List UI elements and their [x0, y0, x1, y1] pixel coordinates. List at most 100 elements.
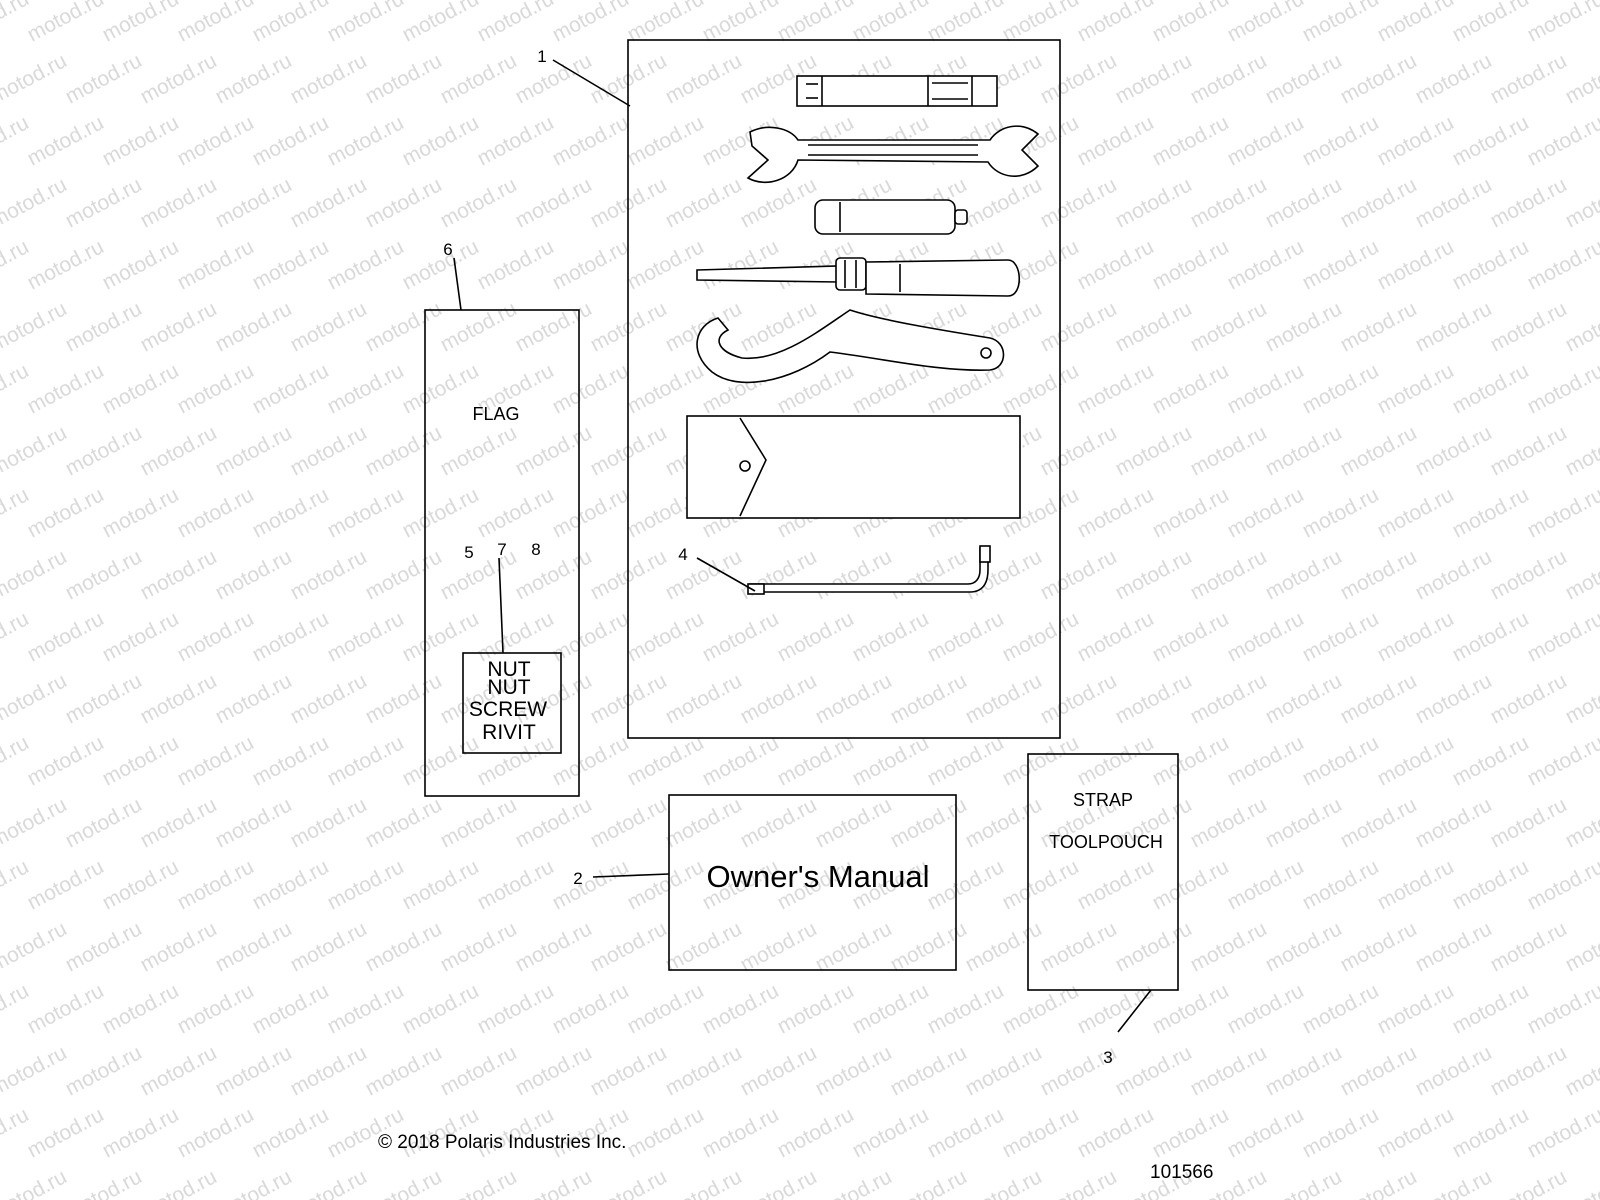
watermark-text: motod.ru	[1112, 917, 1196, 976]
watermark-text: motod.ru	[437, 545, 521, 604]
watermark-text: motod.ru	[1149, 483, 1233, 542]
watermark-text: motod.ru	[362, 1165, 446, 1200]
watermark-text: motod.ru	[137, 421, 221, 480]
watermark-text: motod.ru	[549, 235, 633, 294]
watermark-text: motod.ru	[1337, 1041, 1421, 1100]
flag-label: FLAG	[472, 404, 519, 424]
watermark-text: motod.ru	[1299, 1103, 1383, 1162]
watermark-text: motod.ru	[924, 855, 1008, 914]
watermark-text: motod.ru	[1299, 0, 1383, 46]
watermark-text: motod.ru	[1224, 979, 1308, 1038]
watermark-text: motod.ru	[137, 173, 221, 232]
watermark-text: motod.ru	[174, 731, 258, 790]
watermark-text: motod.ru	[324, 979, 408, 1038]
watermark-text: motod.ru	[437, 49, 521, 108]
watermark-text: motod.ru	[1187, 545, 1271, 604]
watermark-text: motod.ru	[1149, 235, 1233, 294]
watermark-text: motod.ru	[1524, 855, 1600, 914]
watermark-text: motod.ru	[474, 235, 558, 294]
watermark-text: motod.ru	[662, 669, 746, 728]
watermark-text: motod.ru	[1449, 855, 1533, 914]
watermark-text: motod.ru	[1187, 297, 1271, 356]
hardware-bag-outline	[462, 652, 562, 754]
watermark-text: motod.ru	[1524, 979, 1600, 1038]
watermark-text: motod.ru	[287, 173, 371, 232]
watermark-text: motod.ru	[99, 731, 183, 790]
tool-kit-outline	[627, 39, 1061, 739]
watermark-text: motod.ru	[1487, 793, 1571, 852]
watermark-text: motod.ru	[1224, 359, 1308, 418]
watermark-text: motod.ru	[1299, 731, 1383, 790]
watermark-text: motod.ru	[1037, 173, 1121, 232]
watermark-text: motod.ru	[512, 545, 596, 604]
watermark-text: motod.ru	[1562, 669, 1600, 728]
watermark-text: motod.ru	[624, 731, 708, 790]
torx-key-illustration	[747, 545, 991, 595]
watermark-text: motod.ru	[774, 731, 858, 790]
watermark-text: motod.ru	[737, 669, 821, 728]
watermark-text: motod.ru	[0, 111, 33, 170]
watermark-text: motod.ru	[399, 235, 483, 294]
watermark-text: motod.ru	[1412, 917, 1496, 976]
watermark-text: motod.ru	[0, 1103, 33, 1162]
watermark-text: motod.ru	[549, 359, 633, 418]
watermark-text: motod.ru	[99, 1103, 183, 1162]
watermark-text: motod.ru	[962, 793, 1046, 852]
watermark-text: motod.ru	[137, 49, 221, 108]
callout-6: 6	[443, 240, 452, 259]
watermark-text: motod.ru	[362, 545, 446, 604]
screwdriver-illustration	[696, 257, 1020, 297]
watermark-text: motod.ru	[212, 173, 296, 232]
watermark-text: motod.ru	[662, 1041, 746, 1100]
watermark-text: motod.ru	[512, 421, 596, 480]
watermark-text: motod.ru	[549, 979, 633, 1038]
watermark-text: motod.ru	[249, 235, 333, 294]
watermark-text: motod.ru	[99, 359, 183, 418]
callout-5: 5	[464, 543, 473, 562]
strap-toolpouch-outline	[1027, 753, 1179, 991]
watermark-text: motod.ru	[924, 1103, 1008, 1162]
watermark-text: motod.ru	[362, 669, 446, 728]
watermark-text: motod.ru	[212, 545, 296, 604]
watermark-text: motod.ru	[1562, 793, 1600, 852]
watermark-text: motod.ru	[1524, 483, 1600, 542]
watermark-text: motod.ru	[1412, 545, 1496, 604]
watermark-text: motod.ru	[1299, 483, 1383, 542]
watermark-text: motod.ru	[249, 359, 333, 418]
watermark-text: motod.ru	[1412, 421, 1496, 480]
watermark-text: motod.ru	[549, 483, 633, 542]
watermark-text: motod.ru	[1187, 793, 1271, 852]
leader-line-6	[453, 257, 462, 311]
watermark-text: motod.ru	[1299, 359, 1383, 418]
leader-line-7	[498, 557, 504, 654]
watermark-text: motod.ru	[287, 669, 371, 728]
watermark-text: motod.ru	[962, 669, 1046, 728]
watermark-text: motod.ru	[1262, 297, 1346, 356]
watermark-text: motod.ru	[887, 545, 971, 604]
watermark-text: motod.ru	[1224, 235, 1308, 294]
watermark-text: motod.ru	[512, 917, 596, 976]
watermark-text: motod.ru	[624, 607, 708, 666]
watermark-text: motod.ru	[362, 173, 446, 232]
watermark-text: motod.ru	[1037, 1165, 1121, 1200]
tool-kit-assembly	[627, 39, 1061, 739]
strap-toolpouch: STRAP TOOLPOUCH	[1027, 753, 1179, 991]
watermark-text: motod.ru	[624, 359, 708, 418]
watermark-text: motod.ru	[774, 1103, 858, 1162]
watermark-text: motod.ru	[1112, 545, 1196, 604]
watermark-text: motod.ru	[1487, 421, 1571, 480]
watermark-text: motod.ru	[474, 483, 558, 542]
watermark-text: motod.ru	[62, 1165, 146, 1200]
watermark-text: motod.ru	[99, 607, 183, 666]
watermark-text: motod.ru	[1449, 359, 1533, 418]
watermark-text: motod.ru	[287, 421, 371, 480]
watermark-text: motod.ru	[1074, 731, 1158, 790]
watermark-text: motod.ru	[1149, 0, 1233, 46]
watermark-text: motod.ru	[99, 855, 183, 914]
watermark-text: motod.ru	[24, 235, 108, 294]
watermark-text: motod.ru	[62, 545, 146, 604]
watermark-text: motod.ru	[324, 483, 408, 542]
watermark-text: motod.ru	[62, 917, 146, 976]
callout-7: 7	[497, 540, 506, 559]
